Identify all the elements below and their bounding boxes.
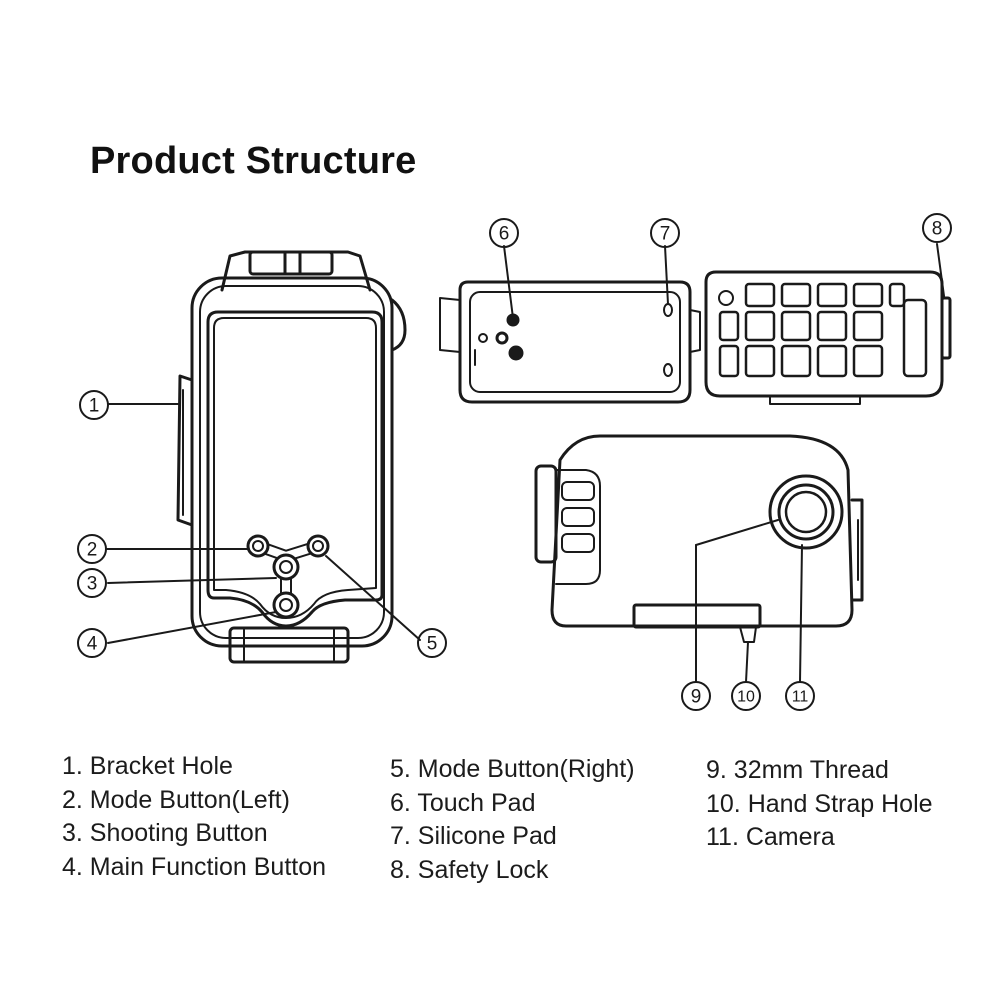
callout-5-label: 5 [427, 634, 438, 655]
callout-7-label: 7 [660, 224, 671, 245]
callout-6-label: 6 [499, 224, 510, 245]
case-front-view [176, 250, 407, 664]
legend-item-9: 9. 32mm Thread [706, 756, 889, 784]
legend-item-4: 4. Main Function Button [62, 852, 327, 881]
callout-3-label: 3 [87, 574, 98, 595]
legend-column-2: 5. Mode Button(Right) 6. Touch Pad 7. Si… [390, 753, 635, 887]
callout-8-circle [922, 213, 952, 243]
callout-4-circle [77, 628, 107, 658]
legend-item-10: 10. Hand Strap Hole [706, 789, 933, 818]
callout-10-circle [731, 681, 761, 711]
callout-11-circle [785, 681, 815, 711]
legend-item-2: 2. Mode Button(Left) [62, 785, 290, 814]
legend-item-11: 11. Camera [706, 823, 835, 851]
page-title: Product Structure [90, 140, 417, 182]
callout-2-label: 2 [87, 540, 98, 561]
case-back-view [534, 434, 864, 643]
legend-item-5: 5. Mode Button(Right) [390, 755, 635, 783]
legend-item-7: 7. Silicone Pad [390, 822, 557, 850]
legend-item-3: 3. Shooting Button [62, 819, 268, 847]
legend-item-8: 8. Safety Lock [390, 855, 549, 884]
callout-8-label: 8 [932, 219, 943, 240]
callout-1-circle [79, 390, 109, 420]
callout-10-label: 10 [737, 689, 755, 706]
legend-column-3: 9. 32mm Thread 10. Hand Strap Hole 11. C… [706, 754, 933, 855]
callout-4-label: 4 [87, 634, 98, 655]
callout-9-circle [681, 681, 711, 711]
legend-item-1: 1. Bracket Hole [62, 752, 233, 780]
callout-5-circle [417, 628, 447, 658]
legend-column-1: 1. Bracket Hole 2. Mode Button(Left) 3. … [62, 750, 326, 884]
callout-2-circle [77, 534, 107, 564]
callout-3-circle [77, 568, 107, 598]
callout-7-circle [650, 218, 680, 248]
callout-1-label: 1 [89, 396, 100, 417]
leader-lines [106, 243, 945, 683]
callout-6-circle [489, 218, 519, 248]
legend-item-6: 6. Touch Pad [390, 788, 536, 817]
callout-9-label: 9 [691, 687, 702, 708]
callout-11-label: 11 [792, 689, 809, 706]
case-open-view [439, 270, 952, 405]
